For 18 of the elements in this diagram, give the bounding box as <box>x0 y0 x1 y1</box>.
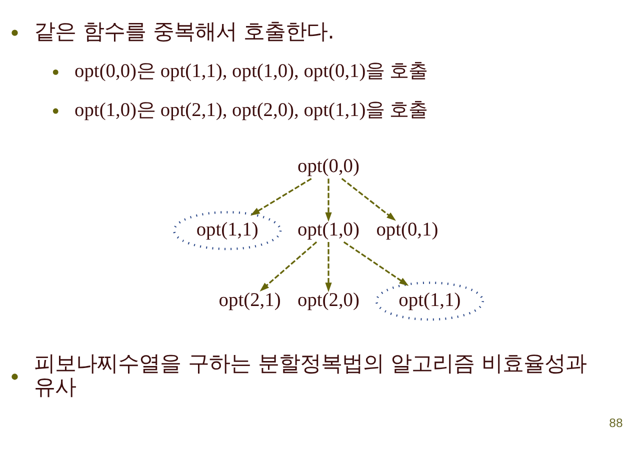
node-ellipse: opt(1,1) <box>375 281 484 320</box>
node-text: opt(0,0) <box>298 156 360 177</box>
node-text: opt(1,0) <box>298 218 360 240</box>
label: opt(1,0)은 opt(2,1), opt(2,0), opt(1,1)을 호출 <box>74 99 428 120</box>
label: opt(0,0)은 opt(1,1), opt(1,0), opt(0,1)을 호출 <box>74 60 428 82</box>
arrow <box>341 178 396 220</box>
arrow <box>343 240 409 286</box>
arrow <box>325 178 332 222</box>
arrow <box>325 242 332 292</box>
node-text: opt(2,0) <box>298 289 360 310</box>
label: 88 <box>609 415 623 430</box>
node-ellipse: opt(1,1) <box>173 210 282 250</box>
label: 피보나찌수열을 구하는 분할정복법의 알고리즘 비효율성과 유사 <box>34 350 586 400</box>
node-text: opt(2,1) <box>218 289 281 310</box>
node-text: opt(0,1) <box>376 218 438 240</box>
arrow <box>250 177 312 216</box>
arrow <box>260 240 318 291</box>
label: 같은 함수를 중복해서 호출한다. <box>34 18 334 44</box>
